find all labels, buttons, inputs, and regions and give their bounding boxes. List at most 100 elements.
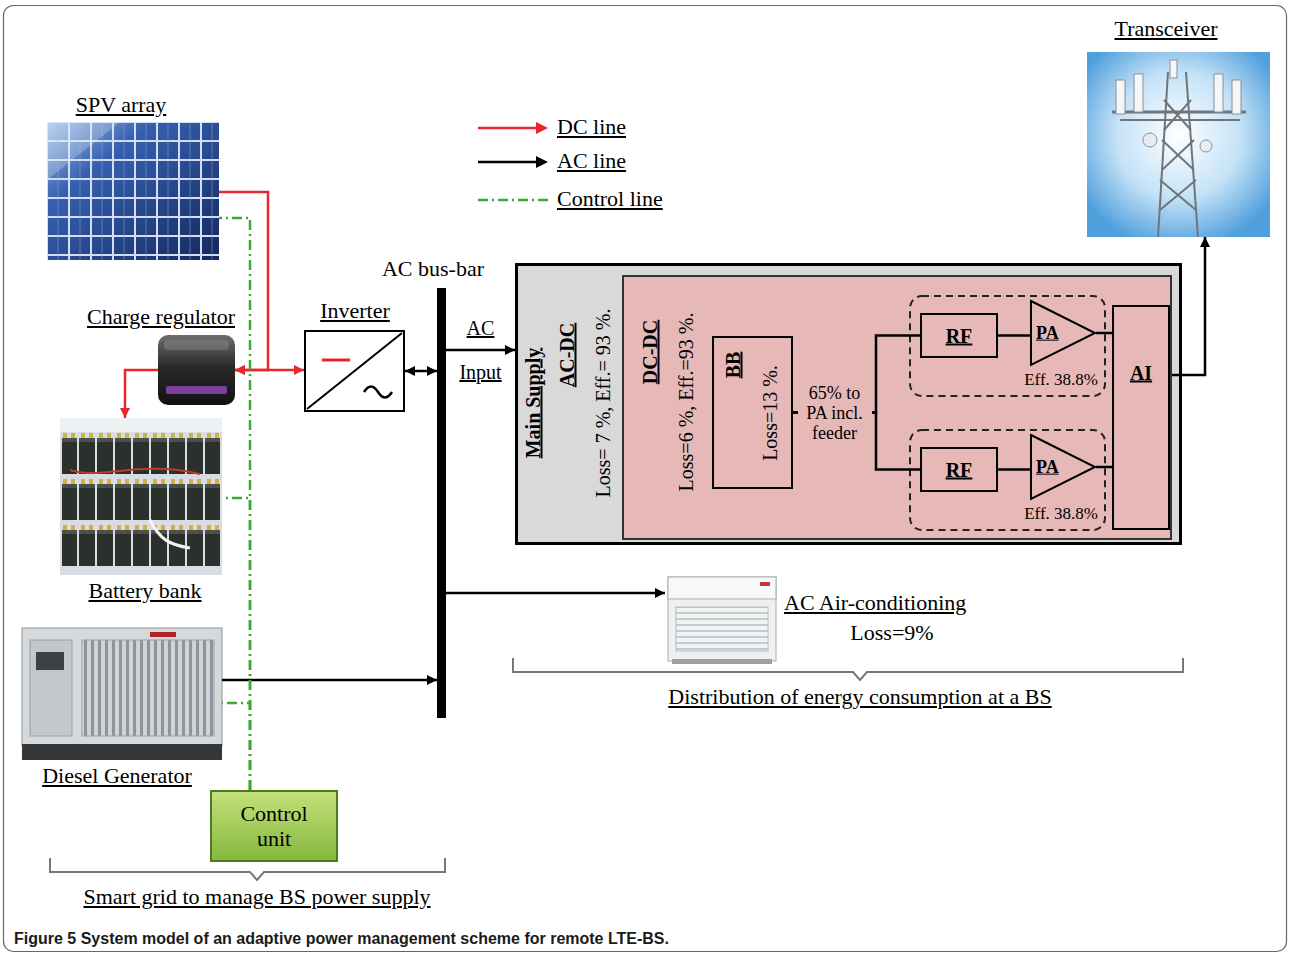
charge-regulator: Charge regulator [158,335,235,405]
solar-panel-picture [47,122,120,180]
air-conditioner-picture [668,577,776,599]
transceiver-picture [1134,74,1143,112]
battery-bank-picture [60,418,222,575]
connector-group [125,192,1205,790]
legend-text: AC line [557,148,626,173]
amplifier-triangle [1031,435,1095,499]
battery-bank-picture [60,418,222,432]
baseband-box: BB Loss=13 %. [712,336,793,489]
node-text: Charge regulator [87,304,235,329]
node-text: BB [722,352,745,379]
node-text: AC bus-bar [382,256,484,281]
node-text: PA [1036,323,1059,344]
inverter-box: Inverter [304,330,405,412]
diesel-generator: Diesel Generator [22,628,222,760]
rf-box: RF [920,447,998,492]
ac-line [1096,466,1112,469]
air-conditioner-picture [676,607,768,651]
main-supply-ground [515,263,1182,545]
node-text: Loss=6 %, Eff.=93 %. [675,313,698,492]
node-text: SPV array [76,92,167,117]
diesel-generator-picture [36,652,64,670]
inverter-symbol [304,330,405,412]
figure-frame [4,6,1287,952]
node-text: Control unit [226,801,322,852]
inverter-symbol [364,387,392,398]
inverter-symbol [307,333,402,409]
transceiver-picture [1158,72,1168,237]
group-label: Distribution of energy consumption at a … [668,684,1051,709]
transceiver-picture [1112,72,1246,237]
node-text: Loss=9% [850,620,933,645]
legend-samples [478,199,548,202]
inverter-symbol [304,330,405,412]
air-conditioner-picture [668,577,776,664]
control-line [222,498,250,790]
diesel-generator-picture [150,632,176,637]
group-bracket [513,658,1183,680]
rf-box: RF [920,313,998,358]
node-text: Eff. 38.8% [1024,370,1098,390]
control-line [222,703,250,790]
node-text: RF [946,324,973,347]
inverter-symbol [322,359,350,362]
connector-label: 65% to PA incl. feeder [798,383,872,443]
amplifier-triangle [1031,301,1095,365]
ac-line [446,592,665,595]
diesel-generator-picture [22,628,222,746]
diesel-generator-picture [22,744,222,760]
legend-samples [536,122,548,134]
transceiver-picture [1170,60,1177,78]
charge-regulator-picture [166,386,227,394]
solar-panel-picture [47,122,219,260]
air-conditioner-picture [668,577,776,661]
node-text: Eff. 38.8% [1024,504,1098,524]
transceiver-picture [1116,60,1241,114]
node-text: AC Air-conditioning [784,590,966,615]
node-text: Main Supply [522,348,545,459]
transceiver-picture [1116,80,1125,114]
battery-bank: Battery bank [60,418,222,575]
legend-samples [478,122,548,200]
ac-line [1170,237,1205,375]
transceiver-picture [1087,52,1270,237]
ac-line [405,370,437,373]
solar-panel-picture [47,122,219,260]
bus-bar: AC bus-bar [437,288,446,718]
legend-samples [478,161,538,164]
legend-text: Control line [557,186,663,211]
group-bracket [50,658,1183,880]
air-conditioner-picture [760,582,770,586]
battery-bank-picture [60,418,222,575]
diesel-generator-picture [22,628,222,760]
diesel-generator-picture [30,640,72,736]
node-text: DC-DC [639,320,662,384]
transceiver-picture [1143,133,1157,147]
solar-array: SPV array [47,122,219,260]
rf-chain-outline [910,430,1105,530]
node-text: PA [1036,457,1059,478]
node-text: Inverter [320,298,390,323]
node-text: Loss=13 %. [759,365,782,461]
charge-regulator-picture [164,340,229,350]
node-text: RF [946,458,973,481]
power-amplifier: PAEff. 38.8% [1030,434,1096,500]
node-text: Loss= 7 %, Eff.= 93 %. [592,309,615,498]
legend-samples [478,127,538,130]
battery-bank-picture [62,430,220,568]
battery-bank-picture [70,469,200,474]
ac-line [998,468,1030,471]
legend-text: DC line [557,114,626,139]
ac-line [446,349,515,352]
connector-label: AC Input [452,306,510,394]
transceiver-tower: Transceiver [1087,52,1270,237]
air-conditioner: AC Air-conditioningLoss=9% [665,573,780,665]
node-text: Diesel Generator [42,763,192,788]
battery-bank-picture [150,520,190,548]
transceiver-picture [1160,100,1196,210]
power-amplifier: PAEff. 38.8% [1030,300,1096,366]
charge-regulator-picture [158,335,235,405]
